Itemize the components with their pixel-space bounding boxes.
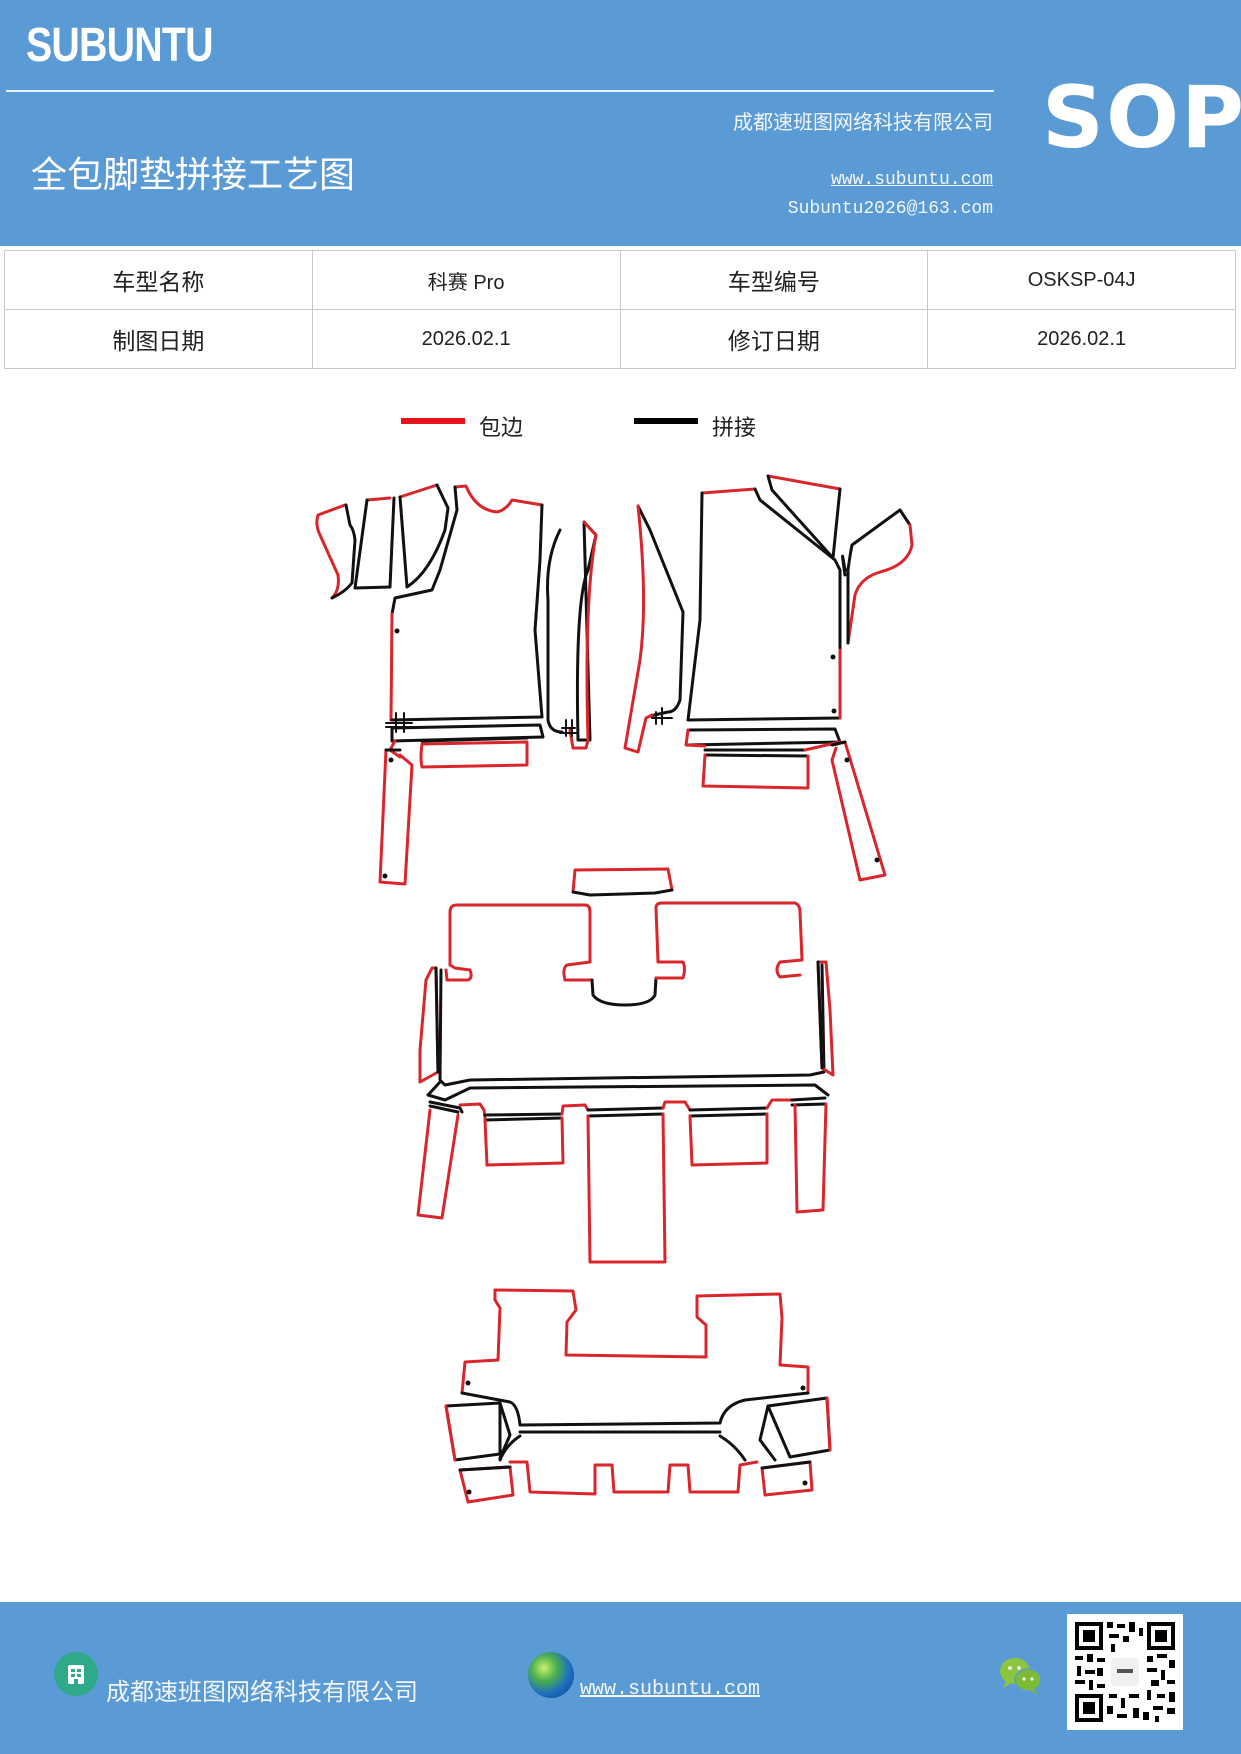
email-address: Subuntu2026@163.com: [787, 199, 993, 219]
mat-diagram: [0, 460, 1241, 1520]
page-title: 全包脚垫拼接工艺图: [31, 155, 356, 196]
vehicle-name-label: 车型名称: [4, 250, 313, 310]
table-row: 制图日期 2026.02.1 修订日期 2026.02.1: [4, 309, 1236, 369]
front-left-mat: [315, 483, 598, 886]
footer-website-link[interactable]: www.subuntu.com: [580, 1678, 761, 1701]
front-right-mat: [623, 474, 914, 882]
vehicle-code-value: OSKSP-04J: [927, 250, 1236, 310]
vehicle-code-label: 车型编号: [619, 250, 929, 310]
revision-date-value: 2026.02.1: [927, 309, 1236, 369]
red-line-swatch: [401, 418, 465, 424]
second-row-mat: [416, 867, 835, 1264]
legend: 包边 拼接: [0, 400, 1241, 442]
info-table: 车型名称 科赛 Pro 车型编号 OSKSP-04J 制图日期 2026.02.…: [4, 250, 1236, 369]
drawing-date-value: 2026.02.1: [311, 309, 621, 369]
vehicle-name-value: 科赛 Pro: [311, 250, 621, 310]
page-footer: 成都速班图网络科技有限公司 www.subuntu.com: [0, 1602, 1241, 1754]
wechat-icon: [996, 1654, 1046, 1698]
table-row: 车型名称 科赛 Pro 车型编号 OSKSP-04J: [4, 250, 1236, 310]
brand-logo: SUBUNTU: [26, 19, 213, 72]
footer-company-name: 成都速班图网络科技有限公司: [106, 1678, 418, 1706]
building-icon: [54, 1652, 98, 1696]
sop-badge: SOP: [1042, 68, 1241, 168]
globe-icon: [528, 1652, 574, 1698]
legend-item-seam: 拼接: [634, 400, 756, 442]
company-name: 成都速班图网络科技有限公司: [733, 110, 993, 134]
legend-label: 包边: [479, 416, 524, 441]
legend-label: 拼接: [712, 416, 757, 441]
black-line-swatch: [634, 418, 698, 424]
third-row-mat: [444, 1288, 832, 1504]
drawing-date-label: 制图日期: [4, 309, 313, 369]
qr-code-icon: [1067, 1614, 1183, 1730]
page-header: SUBUNTU 全包脚垫拼接工艺图 成都速班图网络科技有限公司 www.subu…: [0, 0, 1241, 246]
website-link[interactable]: www.subuntu.com: [830, 170, 993, 190]
header-divider: [6, 90, 994, 92]
revision-date-label: 修订日期: [619, 309, 929, 369]
legend-item-edge: 包边: [401, 400, 523, 442]
